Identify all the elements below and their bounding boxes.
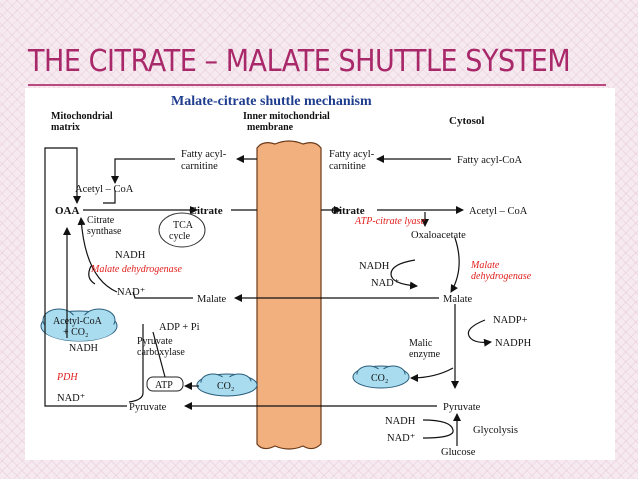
adp-pi-label: ADP + Pi	[159, 322, 200, 333]
matrix-pyruvate: Pyruvate	[129, 402, 167, 413]
arrow-atp-adp	[152, 331, 166, 378]
slide-title: THE CITRATE – MALATE SHUTTLE SYSTEM	[28, 44, 571, 79]
matrix-nad-plus: NAD⁺	[117, 287, 146, 298]
inner-membrane	[256, 140, 322, 450]
arrow-nadh-loop	[88, 265, 96, 285]
cytosol-acetyl-coa: Acetyl – CoA	[469, 206, 528, 217]
tca-cycle-blob	[158, 212, 206, 248]
cytosol-pyruvate: Pyruvate	[443, 402, 481, 413]
arrow-nadh-cyto	[390, 259, 416, 275]
arrow-carnitine-to-acetyl	[111, 158, 175, 184]
tca-line1: TCA	[173, 220, 194, 231]
pc-line1: Pyruvate	[137, 336, 173, 347]
cytosol-fatty-acyl-carnitine: Fatty acyl- carnitine	[329, 149, 377, 172]
arrow-malate-to-oaa	[77, 217, 118, 293]
pc-line2: carboxylase	[137, 347, 185, 358]
matrix-malate-dh: Malate dehydrogenase	[90, 264, 183, 275]
co2-cloud-matrix	[196, 373, 258, 397]
membrane-label-line1: Inner mitochondrial	[243, 111, 330, 122]
cs-line1: Citrate	[87, 215, 115, 226]
citrate-synthase-label: Citrate synthase	[87, 215, 122, 237]
matrix-co2: CO₂	[217, 381, 234, 392]
arrow-nad-cyto	[390, 273, 418, 290]
acetyl-coa-co2-label: Acetyl-CoA + CO₂	[53, 316, 104, 338]
me-line2: enzyme	[409, 349, 441, 360]
matrix-nadh: NADH	[115, 250, 146, 261]
cytosol-fatty-acyl-coa: Fatty acyl-CoA	[457, 155, 522, 166]
glycolysis-label: Glycolysis	[473, 425, 518, 436]
matrix-citrate: Citrate	[189, 205, 223, 217]
pdh-label: PDH	[56, 372, 78, 383]
cytosol-co2: CO₂	[371, 373, 388, 384]
atp-citrate-lyase-label: ATP-citrate lyase	[354, 216, 425, 227]
pyruvate-carboxylase-label: Pyruvate carboxylase	[137, 336, 185, 358]
cytosol-malate-dh: Malate dehydrogenase	[470, 260, 532, 282]
acc-line1: Acetyl-CoA	[53, 316, 103, 327]
arrow-nadp	[467, 319, 492, 347]
matrix-label-line1: Mitochondrial	[51, 111, 113, 122]
arrow-co2-cyto	[410, 367, 454, 382]
matrix-malate: Malate	[197, 294, 226, 305]
arrow-acetyl-to-synthase	[103, 190, 116, 204]
cy-mdh-line1: Malate	[470, 260, 500, 271]
arrow-carboxylase	[128, 324, 144, 403]
mx-fac-line1: Fatty acyl-	[181, 149, 227, 160]
cytosol-oxaloacetate: Oxaloacetate	[411, 230, 466, 241]
cs-line2: synthase	[87, 226, 122, 237]
atp-label: ATP	[155, 380, 173, 391]
tca-line2: cycle	[169, 231, 191, 242]
cytosol-nadh: NADH	[359, 261, 390, 272]
diagram-frame: Malate-citrate shuttle mechanism Mitocho…	[25, 88, 615, 460]
matrix-fatty-acyl-carnitine: Fatty acyl- carnitine	[181, 149, 229, 172]
arrow-oaa-to-malate	[450, 237, 460, 293]
cytosol-nad-plus: NAD⁺	[371, 278, 400, 289]
me-line1: Malic	[409, 338, 433, 349]
pathway-arrows	[44, 147, 492, 446]
shuttle-diagram: Malate-citrate shuttle mechanism Mitocho…	[40, 94, 532, 458]
arrow-pyruvate-to-pdh	[44, 147, 127, 407]
cy-fac-line1: Fatty acyl-	[329, 149, 375, 160]
tca-cycle-label: TCA cycle	[169, 220, 195, 242]
cytosol-nadh-glyc: NADH	[385, 416, 416, 427]
cytosol-nadph: NADPH	[495, 338, 532, 349]
cytosol-label: Cytosol	[449, 115, 484, 127]
cy-mdh-line2: dehydrogenase	[471, 271, 532, 282]
cytosol-citrate: Citrate	[331, 205, 365, 217]
arrow-glyc-nad	[422, 419, 454, 439]
matrix-label: Mitochondrial matrix	[51, 111, 115, 133]
cytosol-glucose: Glucose	[441, 447, 476, 458]
cytosol-nad-plus-glyc: NAD⁺	[387, 433, 416, 444]
membrane-label-line2: membrane	[247, 122, 294, 133]
matrix-acetyl-coa: Acetyl – CoA	[75, 184, 134, 195]
co2-cloud-cytosol	[352, 365, 410, 389]
cy-fac-line2: carnitine	[329, 161, 366, 172]
matrix-label-line2: matrix	[51, 122, 80, 133]
matrix-oaa: OAA	[55, 205, 80, 217]
arrow-malate-to-nad	[132, 291, 193, 299]
diagram-heading: Malate-citrate shuttle mechanism	[171, 94, 372, 109]
matrix-nadh-pdh: NADH	[69, 343, 98, 354]
cytosol-malate: Malate	[443, 294, 472, 305]
membrane-label: Inner mitochondrial membrane	[243, 111, 332, 133]
matrix-nad-plus-pdh: NAD⁺	[57, 393, 86, 404]
cytosol-nadp-plus: NADP+	[493, 315, 528, 326]
malic-enzyme-label: Malic enzyme	[409, 338, 441, 360]
mx-fac-line2: carnitine	[181, 161, 218, 172]
acc-line2: + CO₂	[63, 327, 89, 338]
title-divider	[28, 84, 606, 86]
